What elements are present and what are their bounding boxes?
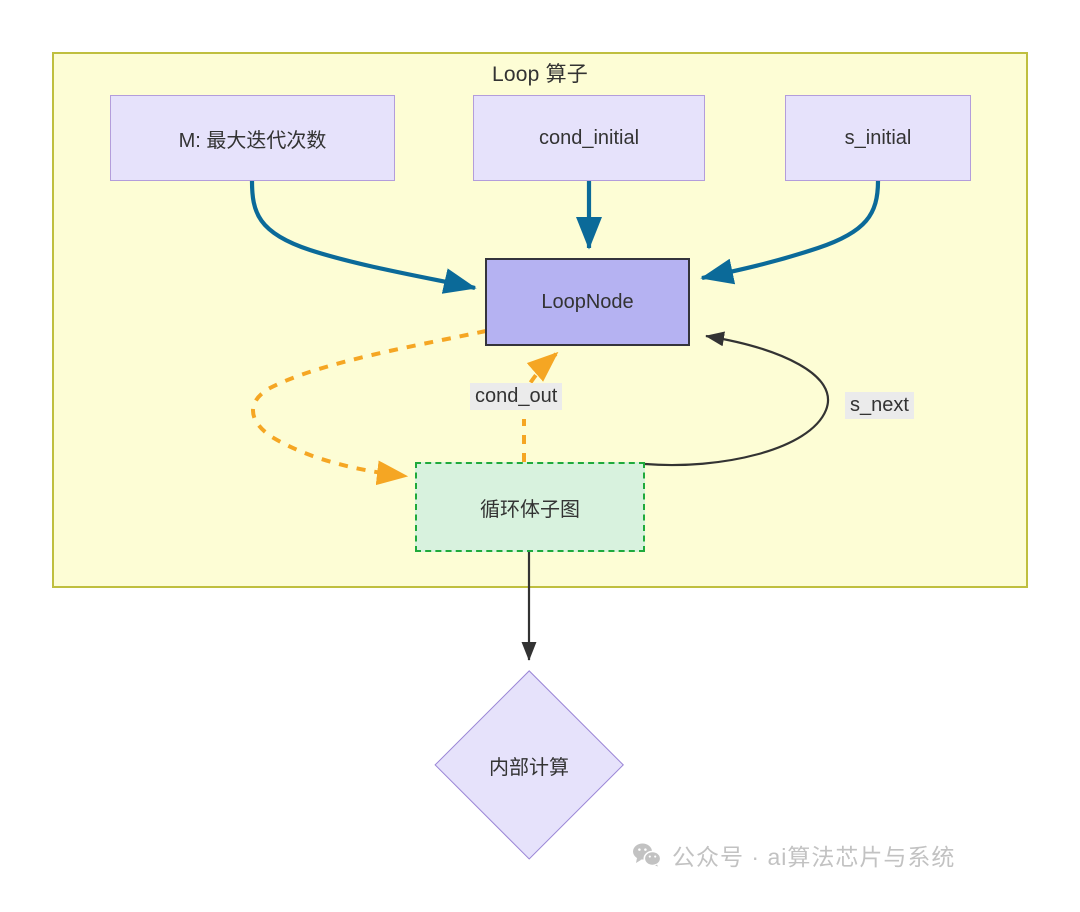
node-cond-initial[interactable]: cond_initial xyxy=(473,95,705,181)
watermark: 公众号 · ai算法芯片与系统 xyxy=(632,838,955,872)
node-inner-compute[interactable]: 内部计算 xyxy=(433,669,625,861)
wechat-icon xyxy=(633,843,662,868)
subgraph-title: Loop 算子 xyxy=(492,63,588,86)
edge-loopnode-to-body xyxy=(251,329,487,486)
edge-s-next xyxy=(644,331,829,467)
edge-s-initial-to-loopnode xyxy=(700,180,881,285)
node-inner-compute-label: 内部计算 xyxy=(489,756,569,779)
node-max-iterations[interactable]: M: 最大迭代次数 xyxy=(110,95,395,181)
node-loopnode[interactable]: LoopNode xyxy=(485,258,690,346)
edge-max-iter-to-loopnode xyxy=(249,180,477,294)
node-max-iterations-label: M: 最大迭代次数 xyxy=(178,129,327,152)
node-loopnode-label: LoopNode xyxy=(541,290,634,313)
edge-label-cond-out: cond_out xyxy=(470,383,563,410)
node-body-subgraph-label: 循环体子图 xyxy=(480,498,580,521)
watermark-text: 公众号 · ai算法芯片与系统 xyxy=(672,844,956,870)
node-s-initial-label: s_initial xyxy=(844,126,912,149)
node-s-initial[interactable]: s_initial xyxy=(785,95,971,181)
node-body-subgraph[interactable]: 循环体子图 xyxy=(415,462,645,552)
node-cond-initial-label: cond_initial xyxy=(538,126,640,149)
edge-label-s-next: s_next xyxy=(845,392,914,419)
